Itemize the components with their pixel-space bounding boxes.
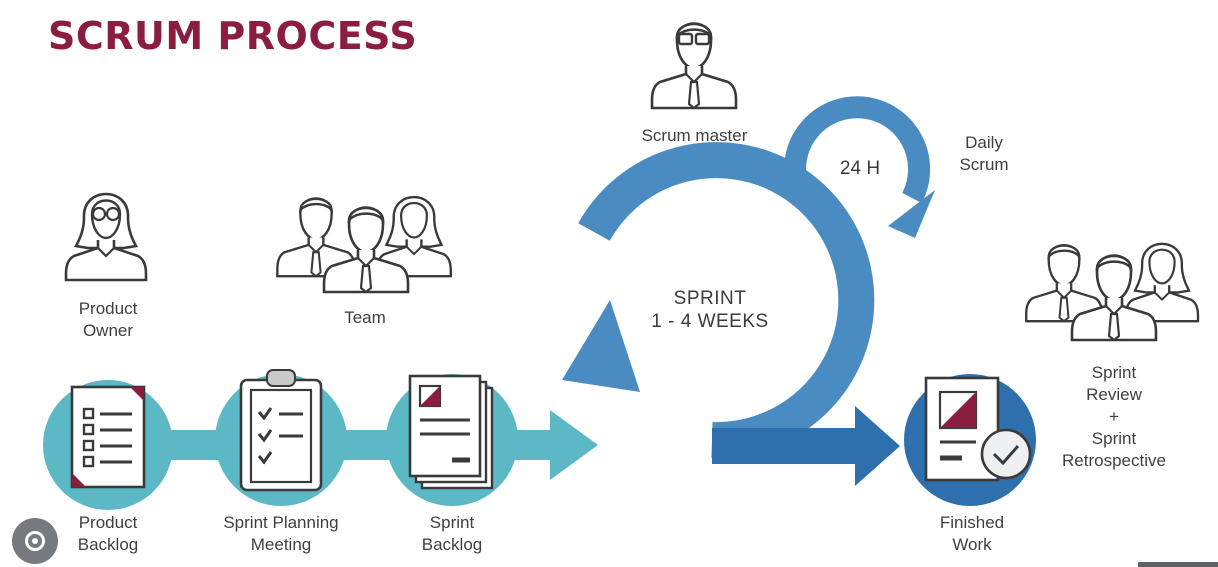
scrum-master-label: Scrum master [641,126,748,145]
corner-bar [1138,562,1218,567]
team-icon [276,195,452,294]
label-line: Product [78,513,138,532]
label-line: Review [1086,385,1142,404]
review-team-icon [1025,242,1200,342]
product-backlog-label: Product Backlog [58,512,158,556]
arrow-to-sprint [550,410,598,480]
to-finished-arrowhead [855,406,900,486]
label-line: Meeting [250,535,312,554]
daily-scrum-label: Daily Scrum [940,132,1028,176]
lens-dot [32,538,38,544]
label-line: Owner [82,321,134,340]
label-line: Sprint [1091,429,1137,448]
finished-work-icon [904,374,1036,506]
lens-icon [25,531,45,551]
label-line: Retrospective [1062,451,1166,470]
sprint-planning-icon [215,369,347,506]
to-finished-bar [712,428,862,464]
daily-scrum-arrowhead [888,190,935,238]
daily-scrum-arrow [784,96,931,204]
label-line: Product [78,299,138,318]
label-line: Scrum [959,155,1009,174]
label-line: Work [952,535,992,554]
label-line: + [1109,407,1119,426]
sprint-cycle-arrow [578,142,875,459]
sprint-duration: 1 - 4 WEEKS [651,311,769,332]
finished-work-label: Finished Work [922,512,1022,556]
sprint-cycle-arrowhead [562,300,640,392]
label-line: Sprint [429,513,475,532]
sprint-title: SPRINT [673,288,747,309]
label-line: Daily [965,133,1003,152]
team-label: Team [344,308,386,327]
product-backlog-icon [43,380,173,510]
sprint-backlog-icon [386,374,518,506]
page-title: SCRUM PROCESS [48,14,418,58]
label-line: Backlog [421,535,483,554]
label-line: Sprint Planning [223,513,339,532]
lens-search-button[interactable] [12,518,58,564]
product-owner-label: Product Owner [58,298,158,342]
daily-hours: 24 H [839,158,881,179]
product-owner-icon [64,192,148,282]
sprint-planning-label: Sprint Planning Meeting [196,512,366,556]
sprint-backlog-label: Sprint Backlog [402,512,502,556]
sprint-label: SPRINT 1 - 4 WEEKS [600,287,820,333]
scrum-master-icon [650,22,738,110]
label-line: Sprint [1091,363,1137,382]
label-line: Backlog [77,535,139,554]
label-line: Finished [939,513,1005,532]
sprint-review-label: Sprint Review + Sprint Retrospective [1044,362,1184,472]
